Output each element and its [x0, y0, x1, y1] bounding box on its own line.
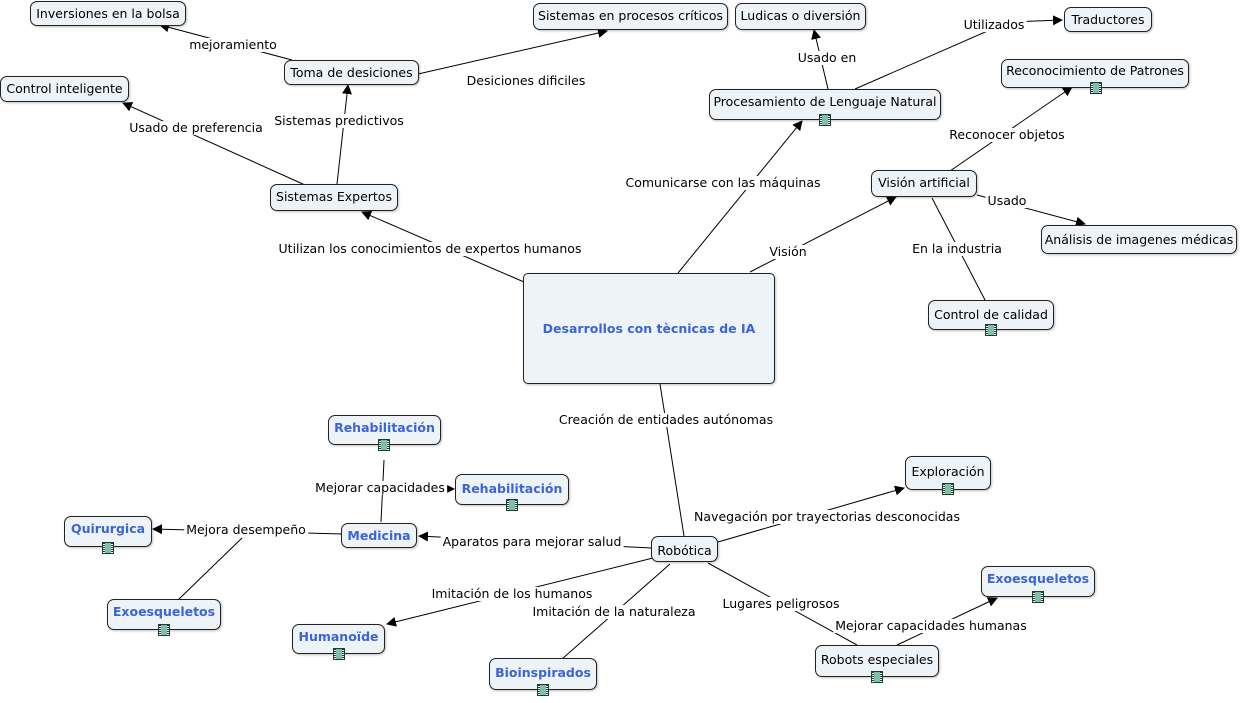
link-label-aparatos: Aparatos para mejorar salud — [440, 534, 624, 549]
film-icon[interactable] — [819, 114, 831, 126]
node-label: Sistemas en procesos críticos — [538, 8, 723, 23]
node-quirurgica[interactable]: Quirurgica — [64, 516, 152, 554]
film-icon[interactable] — [333, 648, 345, 660]
node-label: Visión artificial — [878, 175, 970, 190]
node-exoesqueletos-right[interactable]: Exoesqueletos — [981, 566, 1095, 603]
link-label-usado-en: Usado en — [795, 50, 859, 65]
link-label-usado: Usado — [985, 193, 1029, 208]
node-label: Exoesqueletos — [112, 604, 216, 619]
film-icon[interactable] — [942, 483, 954, 495]
node-label: Sistemas Expertos — [276, 189, 392, 204]
film-icon[interactable] — [378, 439, 390, 451]
film-icon[interactable] — [1090, 82, 1102, 94]
central-concept-label: Desarrollos con tècnicas de IA — [542, 321, 756, 336]
film-icon[interactable] — [871, 671, 883, 683]
link-mejora-exo — [177, 537, 243, 601]
link-center-vision — [749, 196, 897, 273]
node-vision-artificial[interactable]: Visión artificial — [871, 170, 977, 197]
link-label-lugares-peligrosos: Lugares peligrosos — [720, 596, 842, 611]
film-icon[interactable] — [537, 684, 549, 696]
node-label: Reconocimiento de Patrones — [1006, 63, 1184, 78]
node-bioinspirados[interactable]: Bioinspirados — [489, 658, 597, 696]
node-label: Inversiones en la bolsa — [36, 6, 180, 21]
link-label-vision: Visión — [767, 244, 809, 259]
node-ludicas-o-diversion[interactable]: Ludicas o diversión — [735, 3, 866, 30]
node-analisis-imagenes-medicas[interactable]: Análisis de imagenes médicas — [1041, 225, 1237, 254]
node-label: Toma de desiciones — [290, 65, 413, 80]
node-label: Traductores — [1071, 12, 1145, 27]
node-label: Rehabilitación — [334, 420, 435, 435]
link-label-imitacion-naturaleza: Imitación de la naturaleza — [530, 604, 698, 619]
node-label: Ludicas o diversión — [740, 8, 861, 23]
node-control-inteligente[interactable]: Control inteligente — [0, 76, 129, 102]
node-robots-especiales[interactable]: Robots especiales — [815, 645, 939, 683]
link-toma-criticos — [417, 28, 608, 75]
node-robotica[interactable]: Robótica — [651, 536, 718, 562]
film-icon[interactable] — [1032, 591, 1044, 603]
node-sistemas-procesos-criticos[interactable]: Sistemas en procesos críticos — [533, 3, 728, 30]
node-label: Robots especiales — [820, 652, 934, 667]
node-label: Exploración — [911, 464, 985, 479]
node-label: Medicina — [347, 528, 411, 543]
link-expertos-control — [122, 102, 306, 186]
link-label-utilizados: Utilizados — [961, 17, 1027, 32]
film-icon[interactable] — [102, 542, 114, 554]
node-label: Exoesqueletos — [986, 571, 1090, 586]
node-rehabilitacion-2[interactable]: Rehabilitación — [455, 474, 569, 511]
node-label: Robótica — [657, 543, 712, 558]
node-label: Rehabilitación — [461, 481, 563, 496]
node-label: Control de calidad — [934, 307, 1048, 322]
node-medicina[interactable]: Medicina — [341, 523, 417, 548]
node-label: Procesamiento de Lenguaje Natural — [713, 94, 937, 109]
link-label-usado-preferencia: Usado de preferencia — [127, 120, 265, 135]
node-exoesqueletos-left[interactable]: Exoesqueletos — [107, 599, 221, 636]
node-procesamiento-lenguaje-natural[interactable]: Procesamiento de Lenguaje Natural — [709, 89, 941, 126]
node-label: Quirurgica — [70, 521, 146, 536]
link-label-mejora-desempeno: Mejora desempeño — [184, 522, 308, 537]
link-expertos-toma — [336, 84, 352, 185]
node-label: Control inteligente — [6, 81, 123, 96]
link-label-sistemas-predictivos: Sistemas predictivos — [272, 113, 406, 128]
node-sistemas-expertos[interactable]: Sistemas Expertos — [270, 184, 398, 211]
node-exploracion[interactable]: Exploración — [905, 456, 991, 495]
link-label-mejorar-capacidades: Mejorar capacidades — [313, 480, 447, 495]
node-label: Bioinspirados — [495, 665, 591, 680]
node-reconocimiento-de-patrones[interactable]: Reconocimiento de Patrones — [1001, 59, 1189, 94]
link-label-creacion: Creación de entidades autónomas — [556, 412, 776, 427]
link-label-desiciones-dificiles: Desiciones dificiles — [464, 73, 588, 88]
link-label-en-la-industria: En la industria — [910, 241, 1004, 256]
node-humanoide[interactable]: Humanoïde — [292, 624, 385, 660]
link-label-imitacion-humanos: Imitación de los humanos — [429, 586, 595, 601]
film-icon[interactable] — [158, 624, 170, 636]
film-icon[interactable] — [506, 499, 518, 511]
node-traductores[interactable]: Traductores — [1064, 7, 1152, 32]
film-icon[interactable] — [985, 324, 997, 336]
node-label: Humanoïde — [298, 629, 379, 644]
node-rehabilitacion-1[interactable]: Rehabilitación — [328, 415, 441, 451]
link-center-robotica — [659, 383, 685, 537]
link-label-utilizan: Utilizan los conocimientos de expertos h… — [276, 241, 584, 256]
link-label-mejoramiento: mejoramiento — [187, 37, 279, 52]
link-label-comunicarse: Comunicarse con las máquinas — [623, 175, 823, 190]
link-label-mejorar-capacidades-humanas: Mejorar capacidades humanas — [833, 618, 1029, 633]
node-control-de-calidad[interactable]: Control de calidad — [928, 300, 1054, 336]
link-label-reconocer-objetos: Reconocer objetos — [947, 127, 1067, 142]
central-concept[interactable]: Desarrollos con tècnicas de IA — [523, 273, 775, 384]
link-label-navegacion: Navegación por trayectorias desconocidas — [692, 509, 962, 524]
link-center-pln — [677, 120, 803, 274]
node-toma-de-desiciones[interactable]: Toma de desiciones — [284, 60, 419, 85]
node-label: Análisis de imagenes médicas — [1044, 232, 1234, 247]
node-inversiones-en-la-bolsa[interactable]: Inversiones en la bolsa — [30, 1, 186, 26]
